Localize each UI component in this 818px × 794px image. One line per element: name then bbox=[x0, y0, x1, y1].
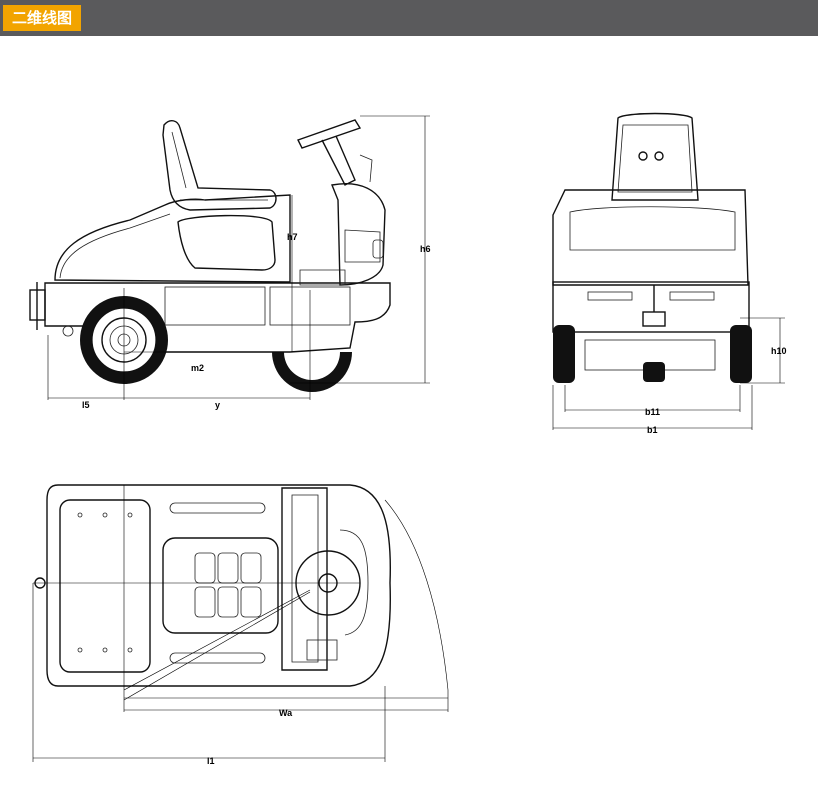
dim-wa: Wa bbox=[279, 708, 293, 718]
dim-m2: m2 bbox=[191, 363, 204, 373]
header-bar: 二维线图 bbox=[0, 0, 818, 36]
dim-h6: h6 bbox=[420, 244, 431, 254]
dim-l5: l5 bbox=[82, 400, 90, 410]
rear-view: h10 b11 b1 bbox=[552, 112, 787, 435]
side-view: h7 h6 m2 l5 y bbox=[29, 115, 431, 410]
dim-l1: l1 bbox=[207, 756, 215, 766]
top-view: Wa l1 bbox=[32, 484, 449, 766]
dim-h7: h7 bbox=[287, 232, 298, 242]
dim-b1: b1 bbox=[647, 425, 658, 435]
dim-b11: b11 bbox=[645, 407, 660, 417]
section-title: 二维线图 bbox=[3, 5, 82, 31]
dim-y: y bbox=[215, 400, 220, 410]
dim-h10: h10 bbox=[771, 346, 787, 356]
